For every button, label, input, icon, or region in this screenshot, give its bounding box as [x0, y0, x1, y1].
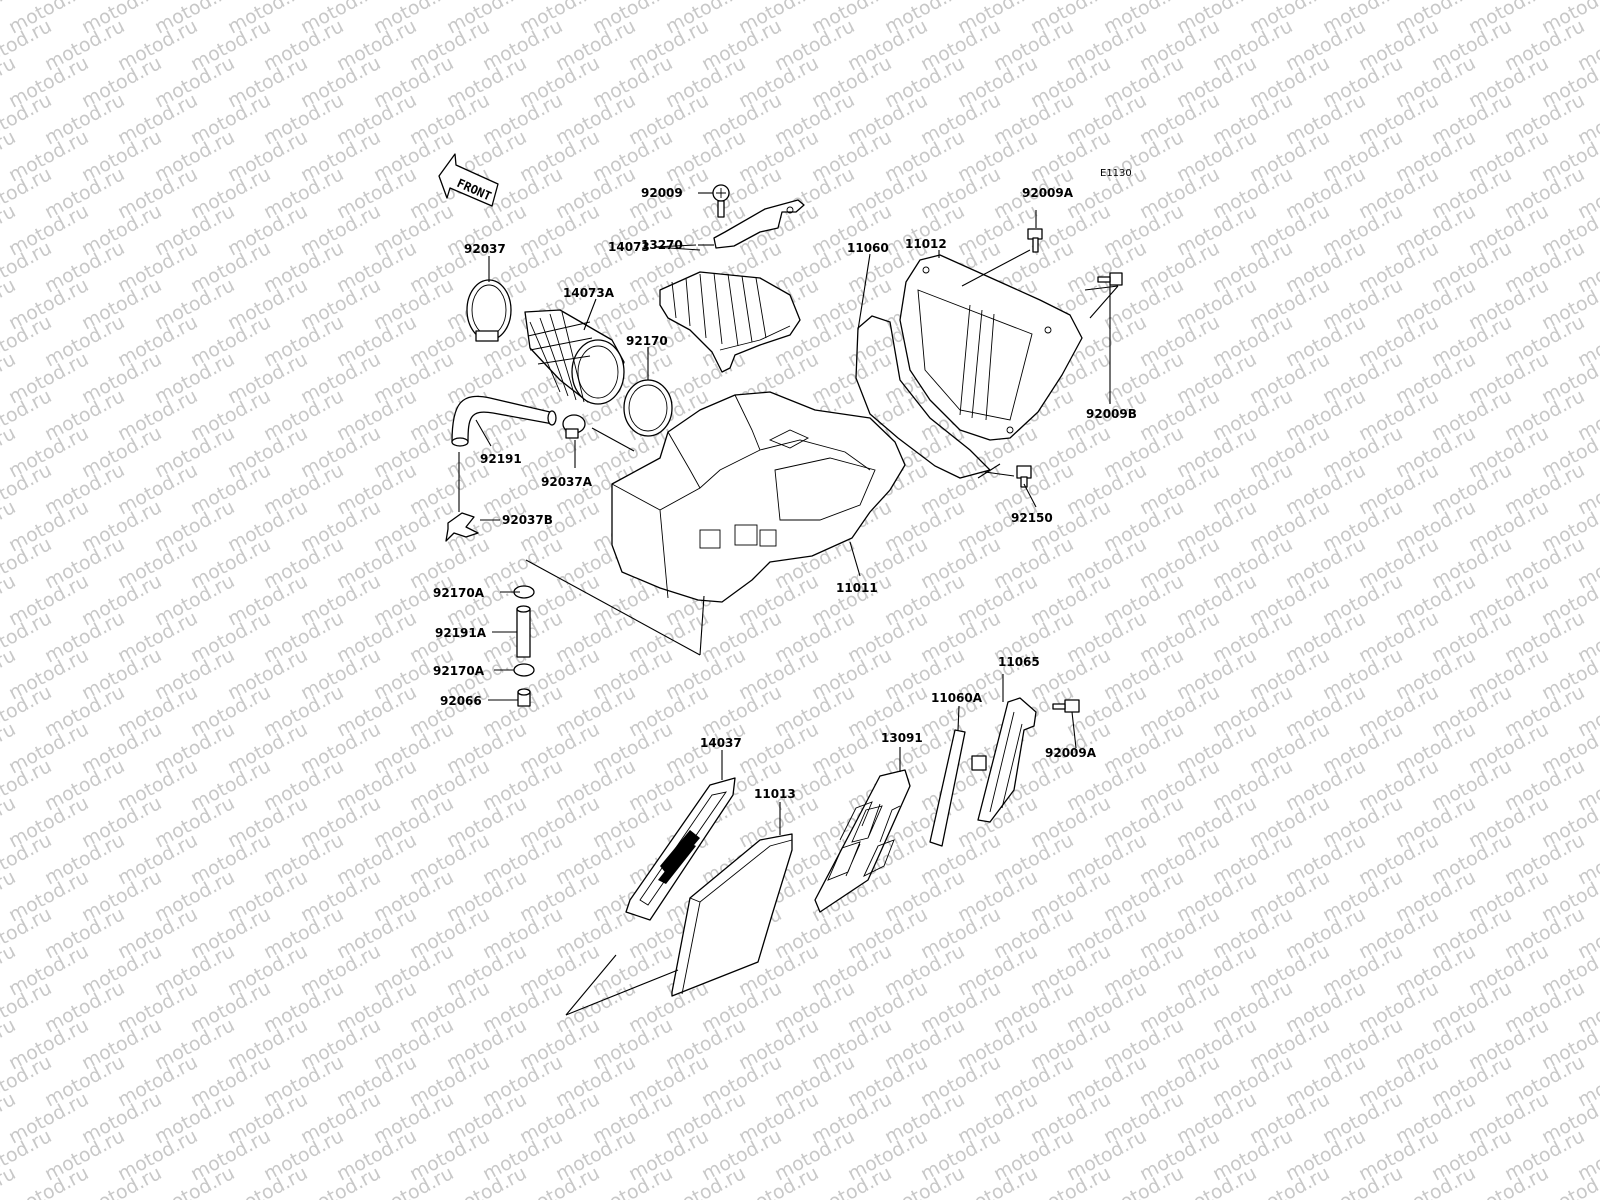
label-92170A-top: 92170A	[433, 586, 485, 600]
air-cleaner-cover-11012	[899, 254, 1083, 441]
label-92191: 92191	[480, 452, 522, 466]
air-cleaner-housing-11011	[611, 391, 906, 603]
label-11065: 11065	[998, 655, 1040, 669]
label-11060A: 11060A	[931, 691, 983, 705]
label-11012: 11012	[905, 237, 947, 251]
clamp-92037A	[562, 414, 586, 439]
filter-element-11013	[671, 833, 793, 997]
pipe-92191A	[516, 605, 531, 658]
label-92009A-top: 92009A	[1022, 186, 1074, 200]
label-11060: 11060	[847, 241, 889, 255]
label-13270: 13270	[641, 238, 683, 252]
clamp-92170	[623, 379, 673, 437]
plug-92066	[517, 688, 531, 707]
filter-holder-14037	[625, 777, 736, 921]
part-labels: 92009 13270 14073 92037 14073A 92170 921…	[433, 186, 1137, 801]
label-92009: 92009	[641, 186, 683, 200]
intake-duct-14073	[659, 271, 801, 373]
screw-92009	[712, 184, 730, 218]
label-92170A-bottom: 92170A	[433, 664, 485, 678]
label-92150: 92150	[1011, 511, 1053, 525]
bracket-13270	[713, 199, 805, 249]
label-14073A: 14073A	[563, 286, 615, 300]
bolt-92009A-top	[1027, 228, 1043, 253]
label-92037A: 92037A	[541, 475, 593, 489]
label-11011: 11011	[836, 581, 878, 595]
intake-screen-14073A	[524, 309, 625, 405]
label-13091: 13091	[881, 731, 923, 745]
bolt-92150	[1016, 465, 1032, 488]
filter-screen-13091	[814, 769, 911, 913]
bolt-92009A-bottom	[1052, 699, 1080, 713]
clip-92170A-bottom	[513, 663, 535, 677]
diagram-code: E1130	[1100, 168, 1132, 179]
label-11013: 11013	[754, 787, 796, 801]
bracket-11065	[971, 697, 1037, 823]
label-92066: 92066	[440, 694, 482, 708]
label-92191A: 92191A	[435, 626, 487, 640]
label-14073: 14073	[608, 240, 650, 254]
clip-92037B	[445, 512, 479, 542]
front-arrow-icon: FRONT	[438, 153, 499, 207]
leader-lines	[458, 192, 1119, 1016]
hose-92191	[451, 395, 557, 447]
gasket-strip-11060A	[929, 729, 966, 847]
bolt-92009B	[1097, 272, 1123, 286]
label-92170: 92170	[626, 334, 668, 348]
label-92009B: 92009B	[1086, 407, 1137, 421]
label-14037: 14037	[700, 736, 742, 750]
label-92009A-bottom: 92009A	[1045, 746, 1097, 760]
label-92037B: 92037B	[502, 513, 553, 527]
label-92037: 92037	[464, 242, 506, 256]
clamp-92037	[466, 279, 512, 342]
